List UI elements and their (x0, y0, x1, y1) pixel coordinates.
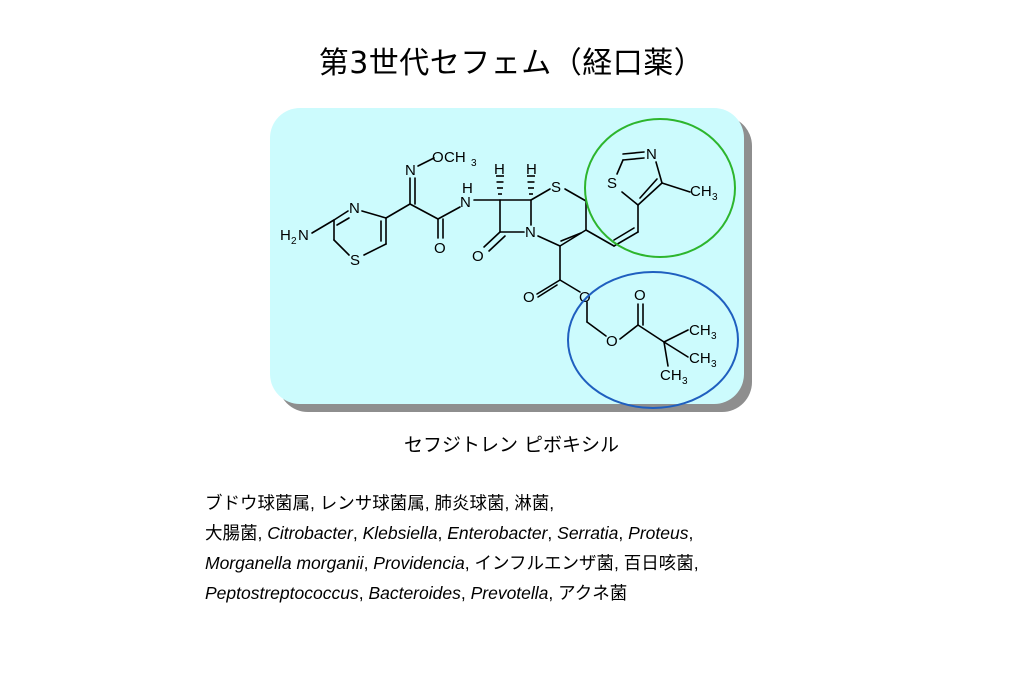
separator: , (693, 553, 699, 573)
slide-title: 第3世代セフェム（経口薬） (318, 46, 705, 81)
separator: , (504, 493, 515, 513)
organism: レンサ球菌属 (319, 493, 425, 513)
separator: , (437, 523, 448, 543)
atom-ch3-b-sub: 3 (711, 359, 717, 370)
atom-ch3-thiazole: CH (690, 183, 712, 200)
organism: 淋菌 (514, 493, 550, 513)
atom-n-thiazole-right: N (646, 146, 657, 163)
pivoxil-highlight-circle (567, 271, 739, 409)
atom-ch3-a-sub: 3 (711, 331, 717, 342)
atom-o-amide: O (434, 240, 446, 257)
separator: , (548, 583, 559, 603)
atom-n-thiazole-left: N (349, 200, 360, 217)
organism: Prevotella (470, 583, 549, 603)
spectrum-line-1: ブドウ球菌属, レンサ球菌属, 肺炎球菌, 淋菌, (205, 488, 1005, 518)
atom-h2n-sub: 2 (291, 236, 297, 247)
spectrum-line-4: Peptostreptococcus, Bacteroides, Prevote… (205, 578, 1005, 608)
atom-o-acyloxy: O (606, 333, 618, 350)
separator: , (358, 583, 369, 603)
organism: 百日咳菌 (623, 553, 694, 573)
organism: アクネ菌 (558, 583, 628, 603)
atom-h2n-h: H (280, 227, 291, 244)
separator: , (460, 583, 471, 603)
atom-o-ester: O (579, 289, 591, 306)
atom-n-lactam: N (525, 224, 536, 241)
atom-o-lactam: O (472, 248, 484, 265)
atom-h-beta: H (526, 161, 537, 178)
atom-o-methoxy: O (432, 149, 444, 166)
organism: 大腸菌 (205, 523, 258, 543)
organism: Citrobacter (267, 523, 353, 543)
atom-s-thiazole-left: S (350, 252, 360, 269)
atom-h-nh: H (462, 180, 473, 197)
separator: , (688, 523, 694, 543)
separator: , (310, 493, 320, 513)
organism: 肺炎球菌 (434, 493, 505, 513)
thiazole-highlight-circle (584, 118, 736, 258)
atom-ch3-c-sub: 3 (682, 376, 688, 387)
separator: , (613, 553, 624, 573)
organism: ブドウ球菌属 (205, 493, 310, 513)
atom-ch3-methoxy-sub: 3 (471, 158, 477, 169)
organism: Morganella morganii (205, 553, 364, 573)
organism: Providencia (373, 553, 465, 573)
separator: , (549, 493, 555, 513)
atom-n-oxime: N (405, 162, 416, 179)
organism: Peptostreptococcus (205, 583, 359, 603)
bond-lines (311, 151, 691, 367)
atom-s-thiazole-right: S (607, 175, 617, 192)
organism: Proteus (628, 523, 689, 543)
atom-ch3-methoxy: CH (444, 149, 466, 166)
separator: , (424, 493, 435, 513)
organism: Bacteroides (368, 583, 461, 603)
atom-ch3-c: CH (660, 367, 682, 384)
spectrum-line-3: Morganella morganii, Providencia, インフルエン… (205, 548, 1005, 578)
organism: Klebsiella (362, 523, 438, 543)
atom-n-amide: N (460, 194, 471, 211)
compound-name: セフジトレン ピボキシル (403, 434, 620, 456)
atom-ch3-thiazole-sub: 3 (712, 192, 718, 203)
atom-o-ester-carbonyl: O (523, 289, 535, 306)
separator: , (352, 523, 363, 543)
organism: Enterobacter (447, 523, 548, 543)
separator: , (257, 523, 268, 543)
organism: インフルエンザ菌 (474, 553, 614, 573)
atom-o-pivaloyl: O (634, 287, 646, 304)
atom-ch3-b: CH (689, 350, 711, 367)
separator: , (464, 553, 475, 573)
spectrum-line-2: 大腸菌, Citrobacter, Klebsiella, Enterobact… (205, 518, 1005, 548)
atom-h-alpha: H (494, 161, 505, 178)
stereo-hash-bonds (496, 175, 535, 195)
atom-ch3-a: CH (689, 322, 711, 339)
atom-s-ring: S (551, 179, 561, 196)
separator: , (363, 553, 374, 573)
organism: Serratia (557, 523, 619, 543)
separator: , (547, 523, 558, 543)
separator: , (618, 523, 629, 543)
atom-h2n-n: N (298, 227, 309, 244)
antibacterial-spectrum: ブドウ球菌属, レンサ球菌属, 肺炎球菌, 淋菌, 大腸菌, Citrobact… (205, 488, 1005, 608)
